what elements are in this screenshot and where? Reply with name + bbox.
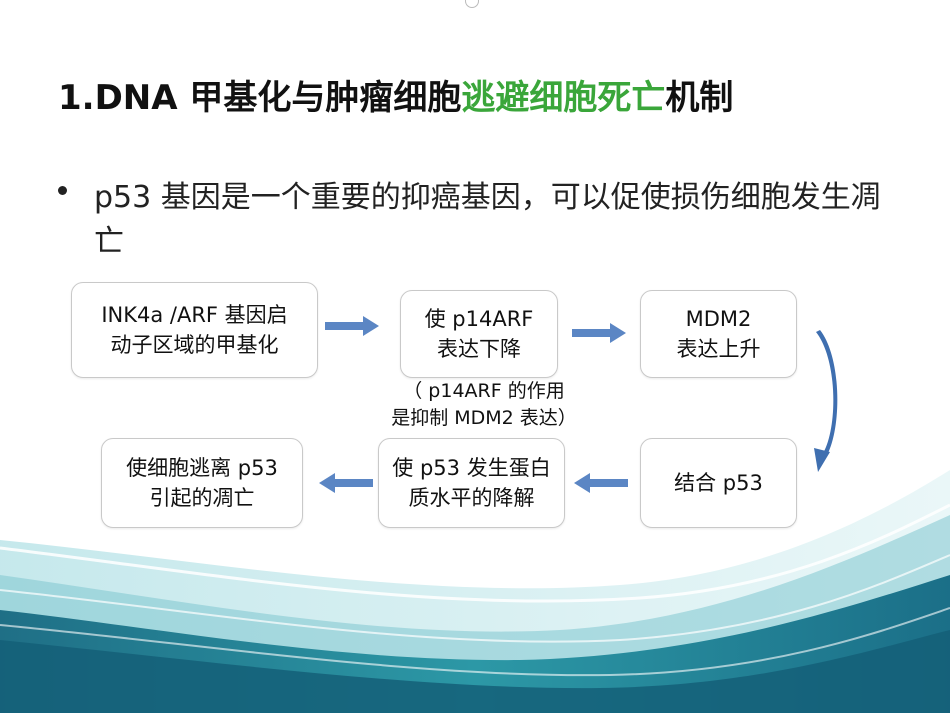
left-arrow-icon xyxy=(319,473,373,493)
flow-step-bind-p53: 结合 p53 xyxy=(640,438,797,528)
curved-arrow-icon xyxy=(814,330,838,472)
flow-step-escape-apoptosis: 使细胞逃离 p53 引起的凋亡 xyxy=(101,438,303,528)
slide-title: 1.DNA 甲基化与肿瘤细胞逃避细胞死亡机制 xyxy=(58,70,733,119)
right-arrow-icon xyxy=(325,316,379,336)
flow-step-methylation: INK4a /ARF 基因启 动子区域的甲基化 xyxy=(71,282,318,378)
title-prefix: 1.DNA 甲基化与肿瘤细胞 xyxy=(58,78,462,118)
left-arrow-icon xyxy=(574,473,628,493)
flow-step-p14arf-down: 使 p14ARF 表达下降 xyxy=(400,290,558,378)
title-suffix: 机制 xyxy=(665,78,734,118)
flow-step-p53-degradation: 使 p53 发生蛋白 质水平的降解 xyxy=(378,438,565,528)
title-highlight: 逃避细胞死亡 xyxy=(461,78,666,118)
right-arrow-icon xyxy=(572,323,626,343)
flow-step-mdm2-up: MDM2 表达上升 xyxy=(640,290,797,378)
bullet-dot-icon xyxy=(58,186,67,195)
flow-note: （ p14ARF 的作用 是抑制 MDM2 表达） xyxy=(391,380,577,429)
bullet-item: p53 基因是一个重要的抑癌基因，可以促使损伤细胞发生凋亡 xyxy=(58,176,888,264)
bullet-text: p53 基因是一个重要的抑癌基因，可以促使损伤细胞发生凋亡 xyxy=(94,180,881,259)
